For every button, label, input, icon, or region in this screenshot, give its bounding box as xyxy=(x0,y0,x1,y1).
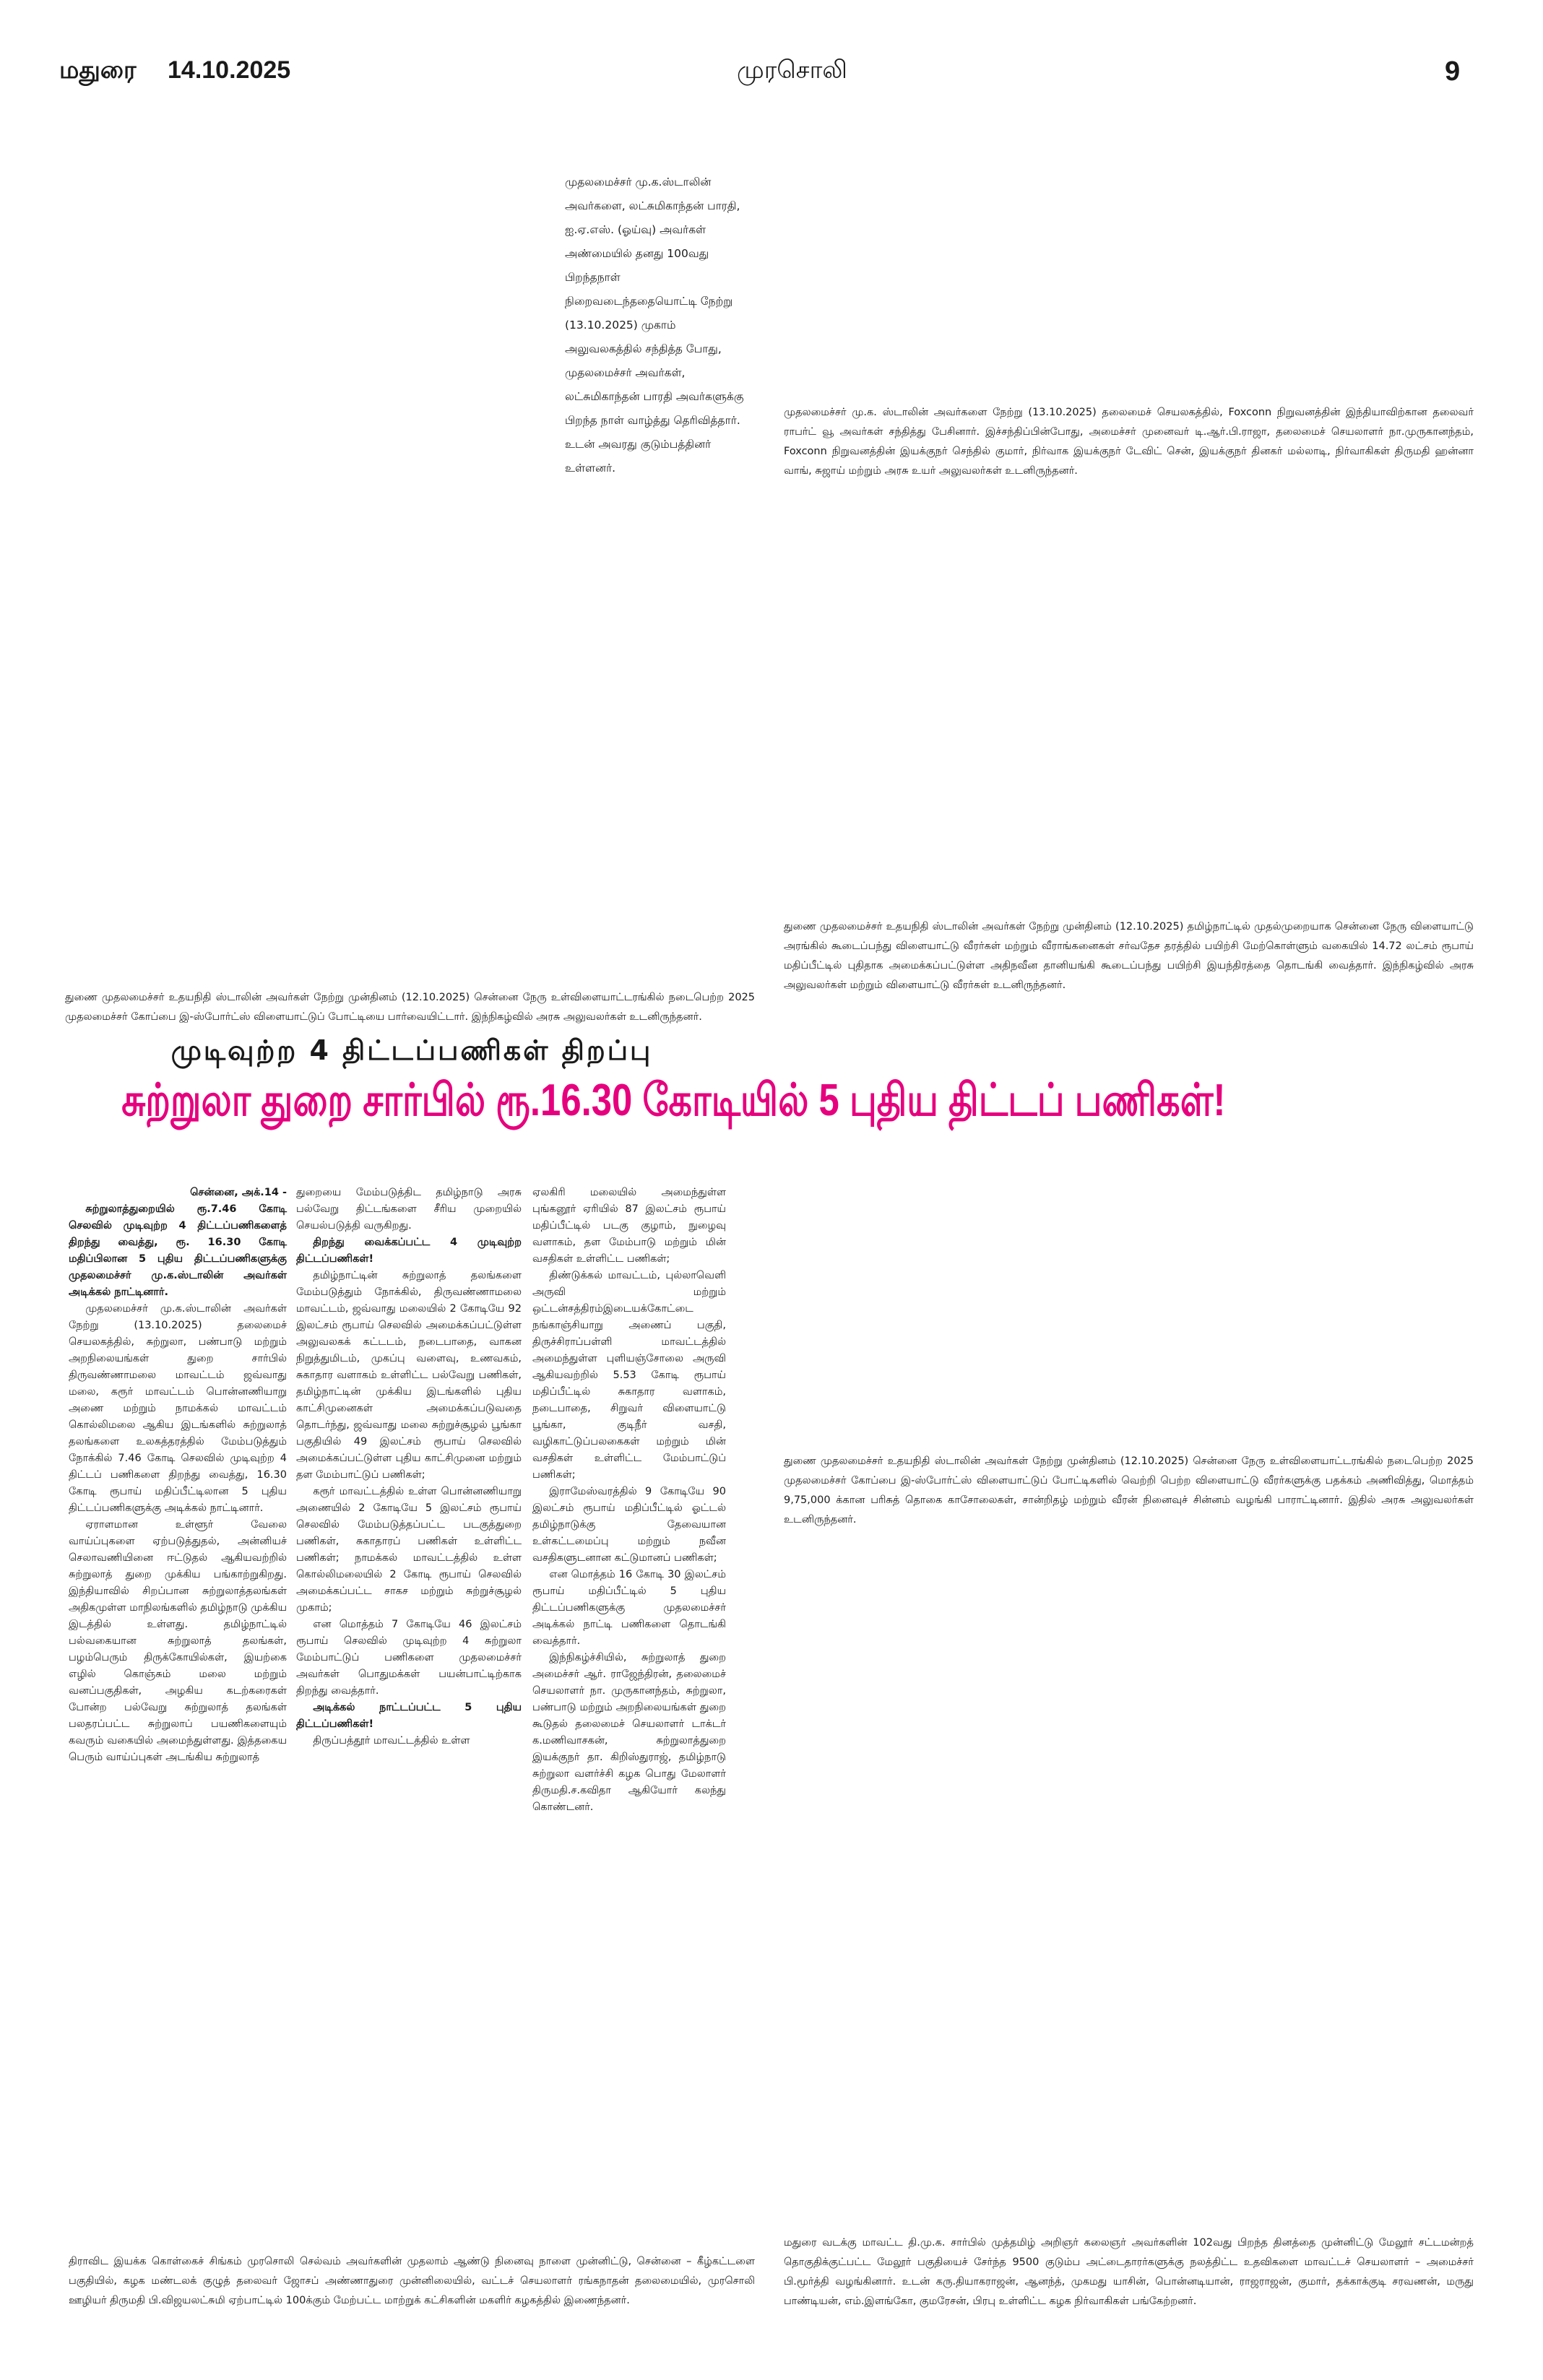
caption-esports-medals: துணை முதலமைச்சர் உதயநிதி ஸ்டாலின் அவர்கள… xyxy=(784,1455,1474,1526)
article-column-1: சென்னை, அக்.14 - சுற்றுலாத்துறையில் ரூ.7… xyxy=(69,1185,287,1766)
caption-esports-view: துணை முதலமைச்சர் உதயநிதி ஸ்டாலின் அவர்கள… xyxy=(65,992,755,1023)
edition-label: மதுரை xyxy=(59,56,137,84)
article-paragraph: துறையை மேம்படுத்திட தமிழ்நாடு அரசு பல்வே… xyxy=(296,1187,522,1232)
article-kicker: முடிவுற்ற 4 திட்டப்பணிகள் திறப்பு xyxy=(170,1034,653,1066)
article-column-3: ஏலகிரி மலையில் அமைந்துள்ள புங்கனூர் ஏரிய… xyxy=(532,1185,726,1816)
article-paragraph: ஏலகிரி மலையில் அமைந்துள்ள புங்கனூர் ஏரிய… xyxy=(532,1187,726,1265)
article-paragraph: ஏராளமான உள்ளூர் வேலை வாய்ப்புகளை ஏற்படுத… xyxy=(69,1519,287,1763)
caption-foxconn: முதலமைச்சர் மு.க. ஸ்டாலின் அவர்களை நேற்ற… xyxy=(784,407,1474,477)
article-paragraph: தமிழ்நாட்டின் சுற்றுலாத் தலங்களை மேம்படு… xyxy=(296,1270,522,1481)
page-number: 9 xyxy=(1445,56,1461,87)
article-paragraph: இராமேஸ்வரத்தில் 9 கோடியே 90 இலட்சம் ரூபா… xyxy=(532,1486,726,1564)
article-paragraph: திருப்பத்தூர் மாவட்டத்தில் உள்ள xyxy=(313,1735,470,1747)
article-paragraph: திண்டுக்கல் மாவட்டம், புல்லாவெளி அருவி ம… xyxy=(532,1270,726,1481)
issue-date: 14.10.2025 xyxy=(168,56,291,84)
masthead: முரசொலி xyxy=(737,56,847,84)
article-paragraph: கரூர் மாவட்டத்தில் உள்ள பொன்னணியாறு அணைய… xyxy=(296,1486,522,1614)
article-column-2: துறையை மேம்படுத்திட தமிழ்நாடு அரசு பல்வே… xyxy=(296,1185,522,1749)
caption-murasoli-selvam: திராவிட இயக்க கொள்கைச் சிங்கம் முரசொலி ச… xyxy=(69,2256,755,2306)
article-paragraph: என மொத்தம் 7 கோடியே 46 இலட்சம் ரூபாய் செ… xyxy=(296,1619,522,1697)
article-dateline: சென்னை, அக்.14 - xyxy=(190,1187,287,1198)
article-paragraph: இந்நிகழ்ச்சியில், சுற்றுலாத் துறை அமைச்ச… xyxy=(532,1652,726,1813)
article-subheading: அடிக்கல் நாட்டப்பட்ட 5 புதிய திட்டப்பணிக… xyxy=(296,1702,522,1730)
caption-basketball: துணை முதலமைச்சர் உதயநிதி ஸ்டாலின் அவர்கள… xyxy=(784,921,1474,991)
article-subheading: திறந்து வைக்கப்பட்ட 4 முடிவுற்ற திட்டப்ப… xyxy=(296,1237,522,1265)
article-lead: சுற்றுலாத்துறையில் ரூ.7.46 கோடி செலவில் … xyxy=(69,1203,287,1298)
article-paragraph: என மொத்தம் 16 கோடி 30 இலட்சம் ரூபாய் மதி… xyxy=(532,1569,726,1647)
article-headline: சுற்றுலா துறை சார்பில் ரூ.16.30 கோடியில்… xyxy=(121,1076,1226,1125)
caption-birthday: முதலமைச்சர் மு.க.ஸ்டாலின் அவர்களை, லட்சு… xyxy=(565,176,744,475)
caption-melur: மதுரை வடக்கு மாவட்ட தி.மு.க. சார்பில் மு… xyxy=(784,2237,1474,2307)
article-paragraph: முதலமைச்சர் மு.க.ஸ்டாலின் அவர்கள் நேற்று… xyxy=(69,1303,287,1514)
